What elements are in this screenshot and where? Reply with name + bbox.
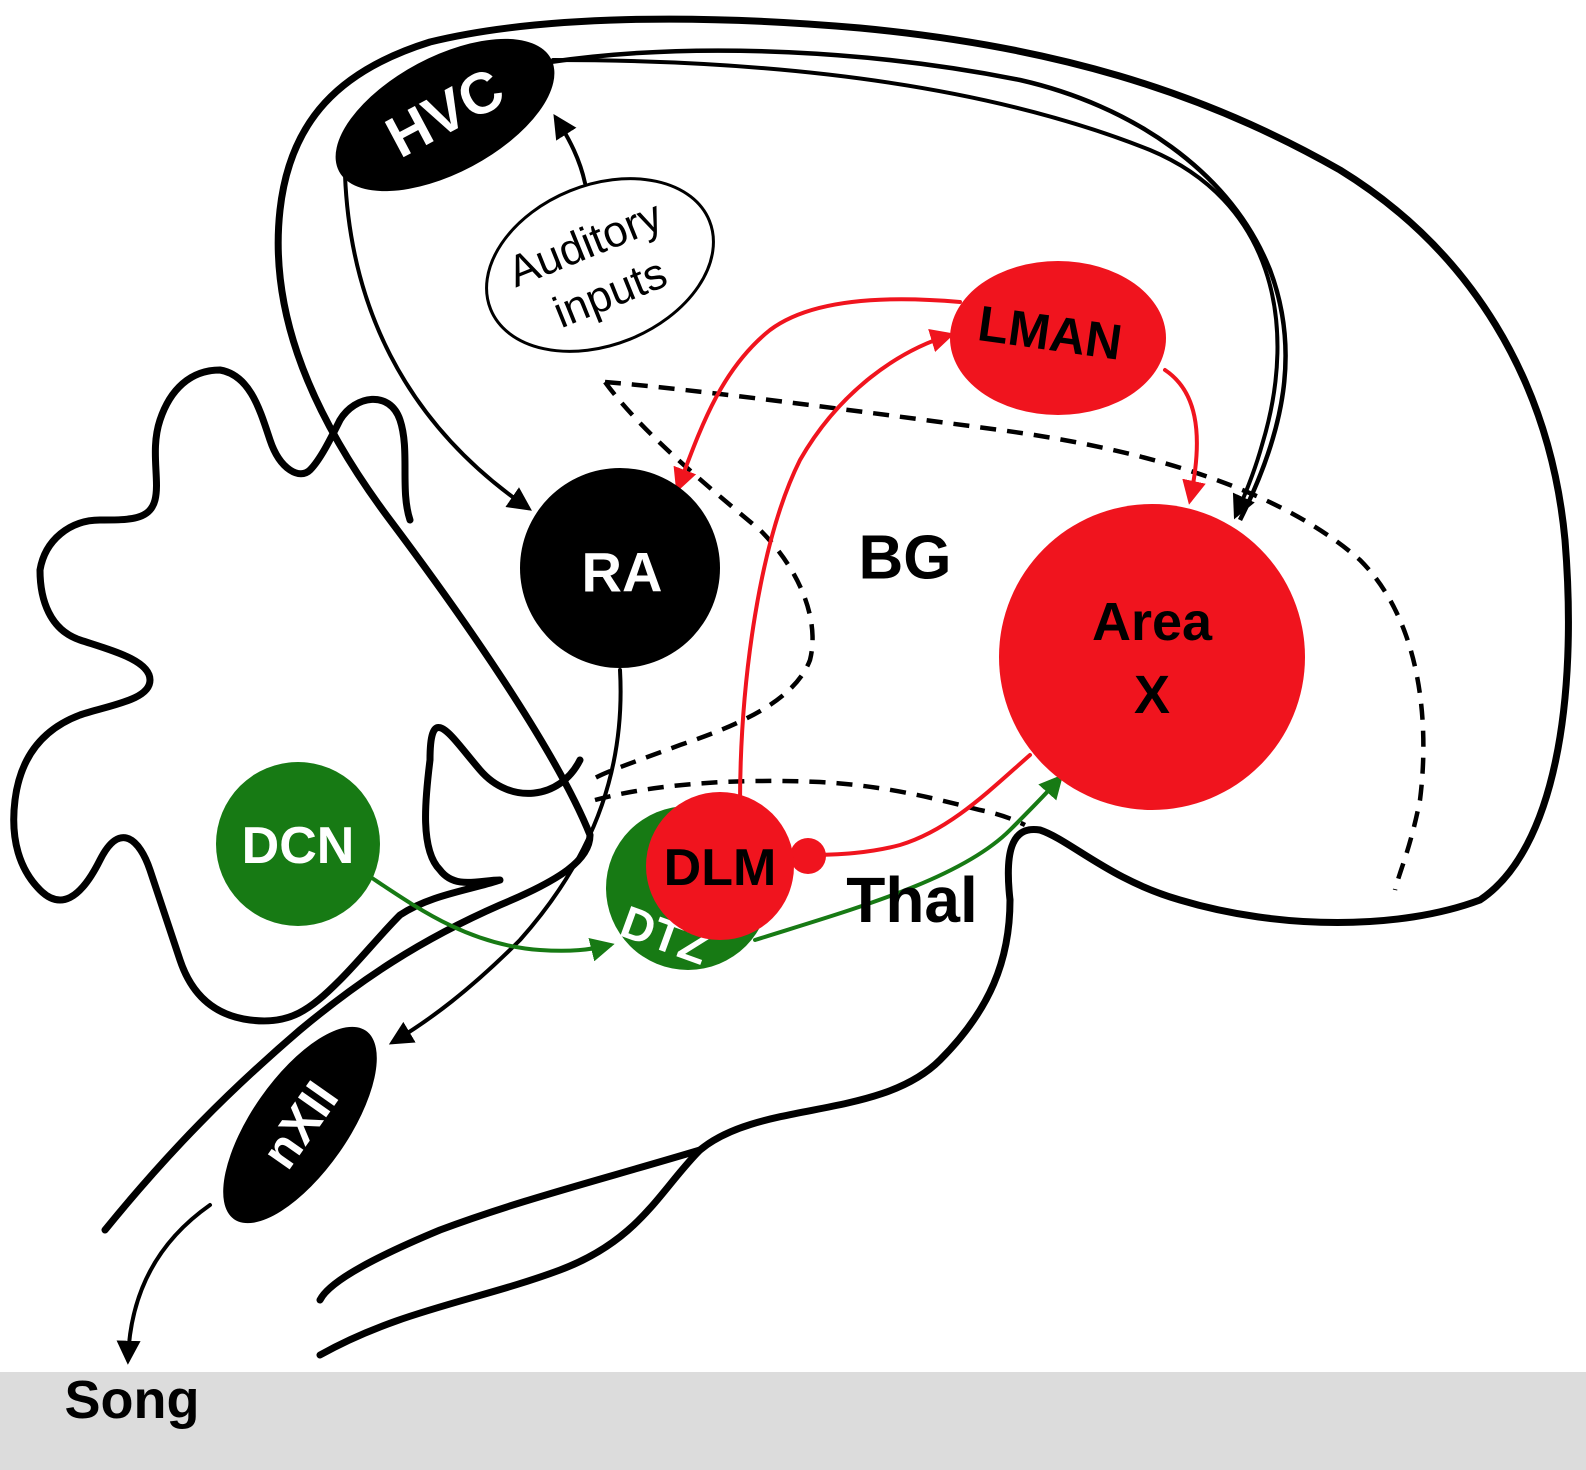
dcn-node: DCN <box>216 762 380 926</box>
dtz-to-areax-arrow <box>753 774 1064 942</box>
lman-ellipse <box>950 261 1166 415</box>
brainstem-outline <box>316 896 1014 1359</box>
dcn-label: DCN <box>242 817 355 875</box>
cerebrum-outline <box>274 15 1572 926</box>
auditory-inputs-ellipse <box>485 177 715 353</box>
brainstem-lower-outline <box>316 1146 704 1304</box>
ventricle-outline <box>549 48 1288 522</box>
bg-boundary-dashed <box>604 379 1426 891</box>
bg-label: BG <box>859 524 952 593</box>
song-label: Song <box>65 1370 200 1430</box>
dlm-label: DLM <box>664 839 777 897</box>
ra-node: RA <box>520 468 720 668</box>
dlm-node: DLM <box>646 792 794 940</box>
brainstem-upper-outline <box>101 831 594 1234</box>
area-x-node: Area X <box>999 504 1305 810</box>
lman-to-areax-arrow <box>1163 368 1206 505</box>
dlm-circle <box>646 792 794 940</box>
footer-band <box>0 1372 1586 1470</box>
ra-label: RA <box>582 541 663 604</box>
nxii-ellipse <box>223 1026 377 1224</box>
inhibitory-terminal <box>790 838 826 874</box>
dcn-to-dtz-arrow <box>370 876 615 962</box>
dcn-circle <box>216 762 380 926</box>
thal-label: Thal <box>846 864 978 936</box>
dlm-to-lman-arrow <box>738 329 955 807</box>
ra-to-nxii-arrow <box>388 668 623 1045</box>
area-x-label-line1: Area <box>1092 592 1213 652</box>
hvc-to-ra-arrow <box>343 173 532 511</box>
cerebellum-outline <box>10 366 584 1025</box>
lman-node: LMAN <box>950 261 1166 415</box>
hvc-to-areax-arrow <box>551 58 1280 520</box>
area-x-circle <box>999 504 1305 810</box>
areax-to-dlm-inhibitory <box>803 753 1032 857</box>
hvc-ellipse <box>335 38 555 192</box>
auditory-inputs-node: Auditory inputs <box>485 177 715 353</box>
nxii-node: nXII <box>223 1026 377 1224</box>
ra-circle <box>520 468 720 668</box>
nxii-to-song-arrow <box>116 1203 212 1365</box>
lman-to-ra-arrow <box>673 297 962 493</box>
auditory-to-hvc-arrow <box>553 113 587 185</box>
area-x-label-line2: X <box>1134 665 1170 725</box>
